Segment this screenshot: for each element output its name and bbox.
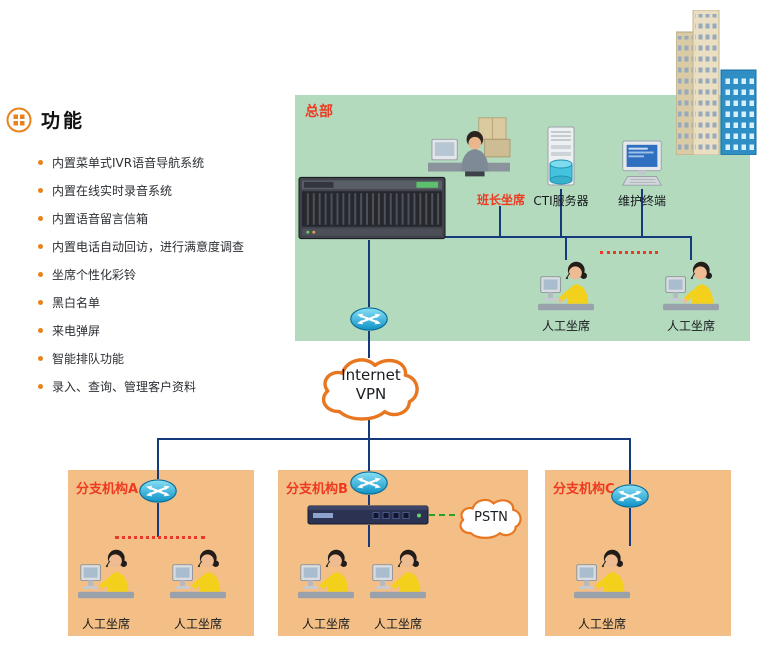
feature-label: 来电弹屏 [52, 324, 101, 338]
branch-c-router-icon [611, 484, 649, 508]
hq-bus-line [444, 236, 692, 238]
branch-b-agent2-illustration [368, 546, 428, 602]
internet-label-line: Internet [341, 366, 401, 384]
feature-label: 坐席个性化彩铃 [52, 268, 137, 282]
hq-router-icon [350, 307, 388, 331]
branch-b-gateway-illustration [307, 505, 429, 525]
branch-a-title: 分支机构A [76, 482, 139, 497]
branch-a-more-agents-dots [115, 536, 205, 539]
rack-to-router-line [368, 240, 370, 307]
branch-a-agent1-illustration [76, 546, 136, 602]
internet-vpn-label: Internet VPN [312, 366, 430, 404]
branch-a-agent2-label: 人工坐席 [173, 617, 222, 631]
hq-agent2-label: 人工坐席 [666, 319, 715, 333]
bullet-dot-icon [38, 272, 43, 277]
feature-label: 内置菜单式IVR语音导航系统 [52, 156, 205, 170]
branch-c-title: 分支机构C [553, 482, 615, 497]
branch-b-title: 分支机构B [286, 482, 348, 497]
branch-b-rack-down-line [368, 525, 370, 547]
hq-agent1-illustration [536, 258, 596, 314]
branch-b-drop-line [368, 440, 370, 471]
branch-b-router-to-rack-line [368, 495, 370, 505]
feature-item: 智能排队功能 [38, 351, 291, 367]
hq-title: 总部 [305, 104, 333, 120]
feature-item: 内置菜单式IVR语音导航系统 [38, 155, 291, 171]
bullet-dot-icon [38, 384, 43, 389]
cloud-to-junction-line [368, 419, 370, 440]
feature-label: 录入、查询、管理客户资料 [52, 380, 197, 394]
cti-server-label: CTI服务器 [533, 194, 589, 208]
branch-b-agent2-label: 人工坐席 [373, 617, 422, 631]
branch-c-agent1-illustration [572, 546, 632, 602]
feature-label: 内置电话自动回访，进行满意度调查 [52, 240, 245, 254]
maintenance-terminal-label: 维护终端 [617, 194, 666, 208]
feature-item: 黑白名单 [38, 295, 291, 311]
branch-b-router-icon [350, 471, 388, 495]
branch-a-agent1-label: 人工坐席 [81, 617, 130, 631]
feature-label: 内置语音留言信箱 [52, 212, 149, 226]
features-list: 内置菜单式IVR语音导航系统 内置在线实时录音系统 内置语音留言信箱 内置电话自… [6, 155, 291, 395]
branch-c-drop-line [629, 440, 631, 484]
feature-label: 内置在线实时录音系统 [52, 184, 173, 198]
branch-b-agent1-illustration [296, 546, 356, 602]
feature-item: 内置语音留言信箱 [38, 211, 291, 227]
bullet-dot-icon [38, 328, 43, 333]
feature-item: 坐席个性化彩铃 [38, 267, 291, 283]
pstn-link-line [429, 514, 455, 516]
hq-more-agents-dots [600, 251, 658, 254]
branch-a-agent2-illustration [168, 546, 228, 602]
cti-drop-line [560, 189, 562, 236]
branch-a-router-icon [139, 479, 177, 503]
feature-label: 智能排队功能 [52, 352, 125, 366]
bullet-dot-icon [38, 244, 43, 249]
branch-a-router-down-line [157, 503, 159, 537]
features-badge-icon [6, 107, 32, 132]
bullet-dot-icon [38, 188, 43, 193]
feature-item: 内置在线实时录音系统 [38, 183, 291, 199]
hq-agent1-drop-line [565, 238, 567, 260]
feature-item: 内置电话自动回访，进行满意度调查 [38, 239, 291, 255]
feature-item: 来电弹屏 [38, 323, 291, 339]
supervisor-workstation-illustration [424, 112, 514, 192]
city-buildings-illustration [676, 10, 757, 155]
terminal-drop-line [641, 189, 643, 236]
maintenance-terminal-illustration [618, 140, 666, 190]
bullet-dot-icon [38, 300, 43, 305]
branch-b-agent1-label: 人工坐席 [301, 617, 350, 631]
supervisor-drop-line [499, 206, 501, 236]
features-header: 功能 [6, 106, 291, 133]
branch-c-agent1-label: 人工坐席 [577, 617, 626, 631]
hq-agent2-illustration [661, 258, 721, 314]
bullet-dot-icon [38, 216, 43, 221]
hq-agent1-label: 人工坐席 [541, 319, 590, 333]
feature-item: 录入、查询、管理客户资料 [38, 379, 291, 395]
feature-label: 黑白名单 [52, 296, 101, 310]
router-to-cloud-line [368, 331, 370, 358]
cti-server-illustration [541, 126, 581, 190]
wan-distribution-line [157, 438, 631, 440]
pstn-label: PSTN [474, 510, 508, 525]
bullet-dot-icon [38, 160, 43, 165]
features-title: 功能 [41, 110, 86, 132]
hq-agent2-drop-line [690, 238, 692, 260]
bullet-dot-icon [38, 356, 43, 361]
vpn-label-line: VPN [355, 385, 387, 403]
features-section: 功能 内置菜单式IVR语音导航系统 内置在线实时录音系统 内置语音留言信箱 内置… [6, 106, 291, 407]
branch-c-router-down-line [629, 508, 631, 546]
branch-a-drop-line [157, 440, 159, 479]
supervisor-label: 班长坐席 [477, 193, 526, 207]
